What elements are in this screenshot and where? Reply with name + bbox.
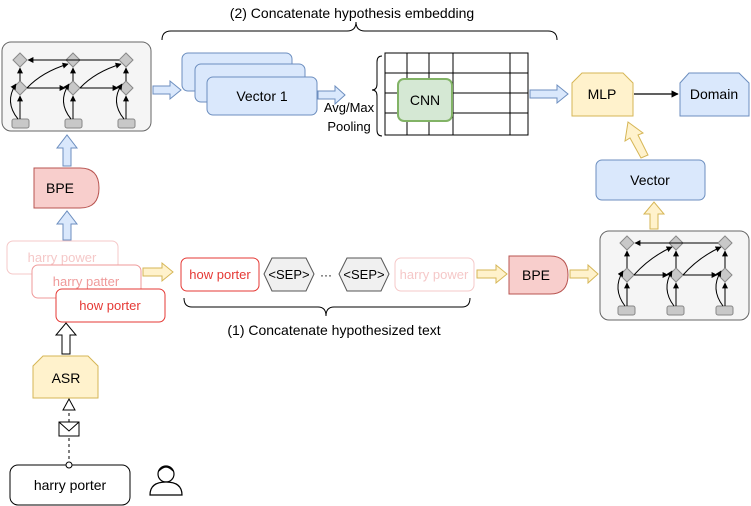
hypothesis-text-1: how porter <box>79 298 141 313</box>
arrow-cnn-to-mlp <box>529 83 569 105</box>
vector-card-front <box>206 76 318 116</box>
arrow-bpe-to-encoder <box>55 134 79 167</box>
bpe-right-label: BPE <box>522 267 550 283</box>
sep-token-1 <box>263 257 315 292</box>
caption-top: (2) Concatenate hypothesis embedding <box>230 5 474 21</box>
arrow-hypotheses-to-sequence <box>142 261 174 283</box>
arrow-vector-to-mlp <box>624 121 649 159</box>
arrow-asr-to-hypotheses <box>54 322 78 355</box>
hypothesis-text-3: harry power <box>28 250 97 265</box>
arrow-bpe-to-encoder-right <box>569 263 599 285</box>
arrow-encoder-to-vector <box>642 201 666 230</box>
asr-box <box>32 355 99 399</box>
mlp-label: MLP <box>588 86 617 102</box>
sep-token-2 <box>338 257 390 292</box>
sequence-last-box <box>394 257 475 292</box>
arrow-encoder-to-vectors <box>152 79 182 101</box>
cnn-label: CNN <box>410 92 440 108</box>
sequence-last-text: harry power <box>400 267 469 282</box>
encoder-network-right <box>599 230 750 321</box>
bpe-left-label: BPE <box>46 180 74 196</box>
input-speech-text: harry porter <box>34 477 107 493</box>
arrow-vectors-to-pooling <box>317 84 346 106</box>
hypothesis-card-1 <box>55 288 166 323</box>
vector-1-label: Vector 1 <box>236 88 288 104</box>
cnn-box <box>397 78 453 122</box>
sep-token-1-text: <SEP> <box>268 267 309 282</box>
mlp-box <box>571 72 634 117</box>
signal-origin-dot <box>65 461 73 469</box>
pooling-label-line2: Pooling <box>327 119 370 134</box>
person-icon <box>149 465 183 496</box>
bpe-box-left <box>33 167 100 209</box>
brace-top <box>161 21 558 41</box>
encoder-network-left <box>1 41 152 132</box>
vector-right-label: Vector <box>630 172 670 188</box>
domain-box <box>679 72 750 117</box>
envelope-icon <box>58 421 80 437</box>
sequence-first-box <box>180 257 260 292</box>
arrow-sequence-to-bpe <box>476 263 508 285</box>
pooling-label-line1: Avg/Max <box>324 100 375 115</box>
hypothesis-text-2: harry patter <box>53 274 120 289</box>
vector-box-right <box>595 159 706 201</box>
domain-label: Domain <box>690 86 738 102</box>
pooling-brace <box>371 55 383 137</box>
caption-bottom: (1) Concatenate hypothesized text <box>227 322 440 338</box>
sequence-ellipsis: ··· <box>320 268 332 282</box>
asr-label: ASR <box>52 370 81 386</box>
bpe-box-right <box>508 255 569 295</box>
signal-arrowhead <box>62 397 76 411</box>
sep-token-2-text: <SEP> <box>343 267 384 282</box>
brace-bottom <box>183 297 471 317</box>
sequence-first-text: how porter <box>189 267 251 282</box>
arrow-hypotheses-to-bpe <box>55 210 79 241</box>
